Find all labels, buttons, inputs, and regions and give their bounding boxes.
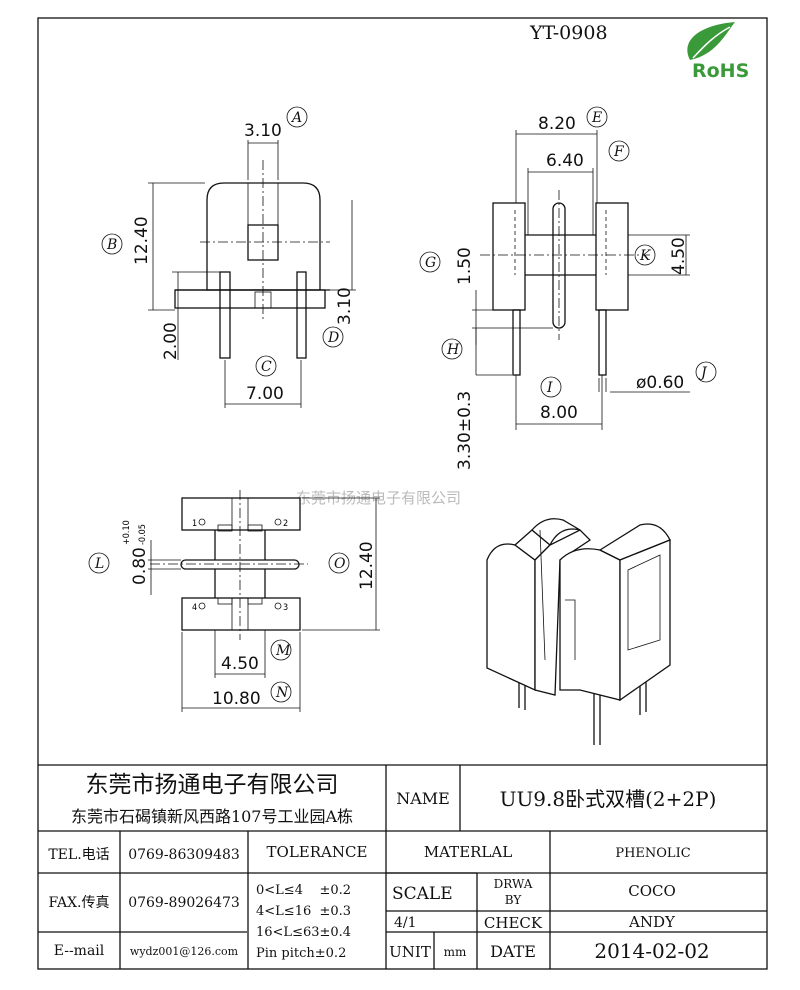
tolerance-label: TOLERANCE bbox=[267, 843, 368, 861]
dim-o-text: 12.40 bbox=[357, 541, 377, 590]
2-text: 16<L≤63±0.4 bbox=[256, 925, 351, 940]
label-f-text: F bbox=[613, 144, 625, 160]
company-name: 东莞市扬通电子有限公司 bbox=[86, 772, 339, 798]
dim-l-text: 0.80 bbox=[130, 547, 150, 585]
label-d-text: D bbox=[327, 330, 339, 346]
date-value: 2014-02-02 bbox=[594, 939, 709, 963]
label-o-text: O bbox=[334, 556, 346, 572]
label-e-text: E bbox=[591, 110, 602, 126]
material-label: MATERLAL bbox=[424, 843, 512, 861]
part-number: YT-0908 bbox=[529, 22, 608, 44]
dim-c-text: 7.00 bbox=[246, 384, 284, 404]
label-n-text: N bbox=[275, 685, 289, 701]
2-text: 3 bbox=[283, 603, 288, 613]
dim-d-text: 3.10 bbox=[335, 287, 355, 325]
tel-value: 0769-86309483 bbox=[128, 847, 240, 863]
date-label: DATE bbox=[490, 942, 536, 961]
label-l-text: L bbox=[94, 556, 104, 572]
title-block bbox=[38, 764, 767, 969]
material-value: PHENOLIC bbox=[615, 846, 690, 861]
dim-b-text: 12.40 bbox=[132, 216, 152, 265]
isometric-view bbox=[486, 518, 671, 745]
drawing-frame bbox=[37, 17, 768, 970]
label-a-text: A bbox=[290, 110, 302, 126]
label-b-text: B bbox=[106, 237, 117, 253]
label-j-text: J bbox=[698, 365, 708, 381]
dim-a-text: 3.10 bbox=[244, 121, 282, 141]
dim-m-text: 4.50 bbox=[221, 654, 259, 674]
3-text: 4 bbox=[192, 603, 197, 613]
rohs-logo: RoHS bbox=[687, 22, 749, 82]
dim-k-text: 4.50 bbox=[669, 237, 689, 275]
dim-pin-text: 2.00 bbox=[161, 322, 181, 360]
check-value: ANDY bbox=[628, 913, 676, 931]
0-text: 1 bbox=[192, 519, 197, 529]
label-c-text: C bbox=[261, 359, 272, 375]
part-name: UU9.8卧式双槽(2+2P) bbox=[500, 787, 717, 811]
drawn-label-2-text: BY bbox=[505, 893, 523, 907]
1-text: 4<L≤16 ±0.3 bbox=[256, 904, 351, 919]
tel-label: TEL.电话 bbox=[48, 847, 109, 863]
label-i-text: I bbox=[546, 380, 553, 396]
label-h-text: H bbox=[446, 342, 460, 358]
tol-plus-text: +0.10 bbox=[122, 520, 132, 545]
tol-minus-text: -0.05 bbox=[138, 524, 148, 545]
unit-value: mm bbox=[444, 945, 467, 959]
fax-label: FAX.传真 bbox=[48, 895, 109, 911]
check-label: CHECK bbox=[484, 914, 543, 932]
dim-e-text: 8.20 bbox=[538, 114, 576, 134]
label-g-text: G bbox=[425, 255, 436, 271]
label-m-text: M bbox=[275, 643, 291, 659]
dim-i-text: 8.00 bbox=[540, 403, 578, 423]
front-view: 3.10 A 12.40 B 2.00 3.10 D 7.00 C bbox=[101, 106, 356, 408]
company-address: 东莞市石碣镇新风西路107号工业园A栋 bbox=[71, 807, 353, 826]
scale-label: SCALE bbox=[392, 884, 453, 904]
dim-h-text: 3.30±0.3 bbox=[455, 391, 475, 470]
name-label: NAME bbox=[396, 789, 450, 808]
email-label: E--mail bbox=[54, 943, 105, 959]
drawn-by-value: COCO bbox=[628, 882, 676, 900]
0-text: 0<L≤4 ±0.2 bbox=[256, 883, 351, 898]
dim-g-text: 1.50 bbox=[455, 247, 475, 285]
dim-j-text: ø0.60 bbox=[636, 373, 684, 393]
label-k-text: K bbox=[639, 248, 652, 264]
email-value: wydz001@126.com bbox=[130, 945, 239, 958]
dim-n-text: 10.80 bbox=[212, 689, 261, 709]
drawn-label-1-text: DRWA bbox=[494, 877, 533, 891]
fax-value: 0769-89026473 bbox=[128, 895, 240, 911]
scale-value: 4/1 bbox=[394, 915, 417, 931]
top-view: 1 2 3 4 0.80 +0.10 -0.05 L 12.40 O 4.50 … bbox=[88, 490, 380, 712]
3-text: Pin pitch±0.2 bbox=[256, 946, 346, 961]
logo-text-text: RoHS bbox=[692, 60, 749, 82]
side-view: 8.20 E 6.40 F 1.50 G 3.30±0.3 H 4.50 K 8… bbox=[419, 106, 717, 470]
dim-f-text: 6.40 bbox=[546, 151, 584, 171]
1-text: 2 bbox=[283, 519, 288, 529]
unit-label: UNIT bbox=[389, 943, 431, 961]
